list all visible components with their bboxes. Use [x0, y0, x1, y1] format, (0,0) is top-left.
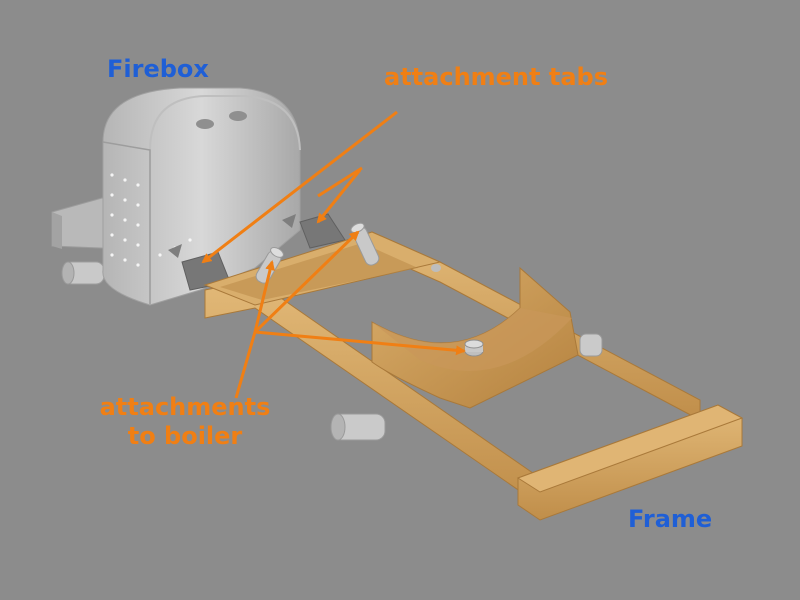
arrow-tabs-join [317, 166, 363, 198]
label-attachments-to-boiler: attachments to boiler [95, 393, 275, 451]
label-attachments-line1: attachments [99, 393, 271, 421]
label-firebox: Firebox [107, 55, 209, 83]
arrow-tab-left [201, 110, 398, 264]
label-attachment-tabs: attachment tabs [384, 63, 608, 91]
firebox-body [102, 87, 301, 306]
callout-arrows [201, 110, 466, 399]
firebox-side-pin [61, 261, 105, 285]
boiler-saddle [371, 266, 579, 409]
arrow-attach-saddle [254, 330, 466, 356]
label-attachments-line2: to boiler [127, 421, 243, 450]
frame-pins [330, 264, 603, 441]
arrow-tab-right [316, 169, 362, 224]
arrow-attach-stem [234, 331, 257, 399]
arrow-attach-post-left [253, 260, 275, 333]
label-frame: Frame [628, 505, 713, 533]
arrow-attach-post-right [253, 230, 360, 334]
frame [203, 231, 744, 521]
